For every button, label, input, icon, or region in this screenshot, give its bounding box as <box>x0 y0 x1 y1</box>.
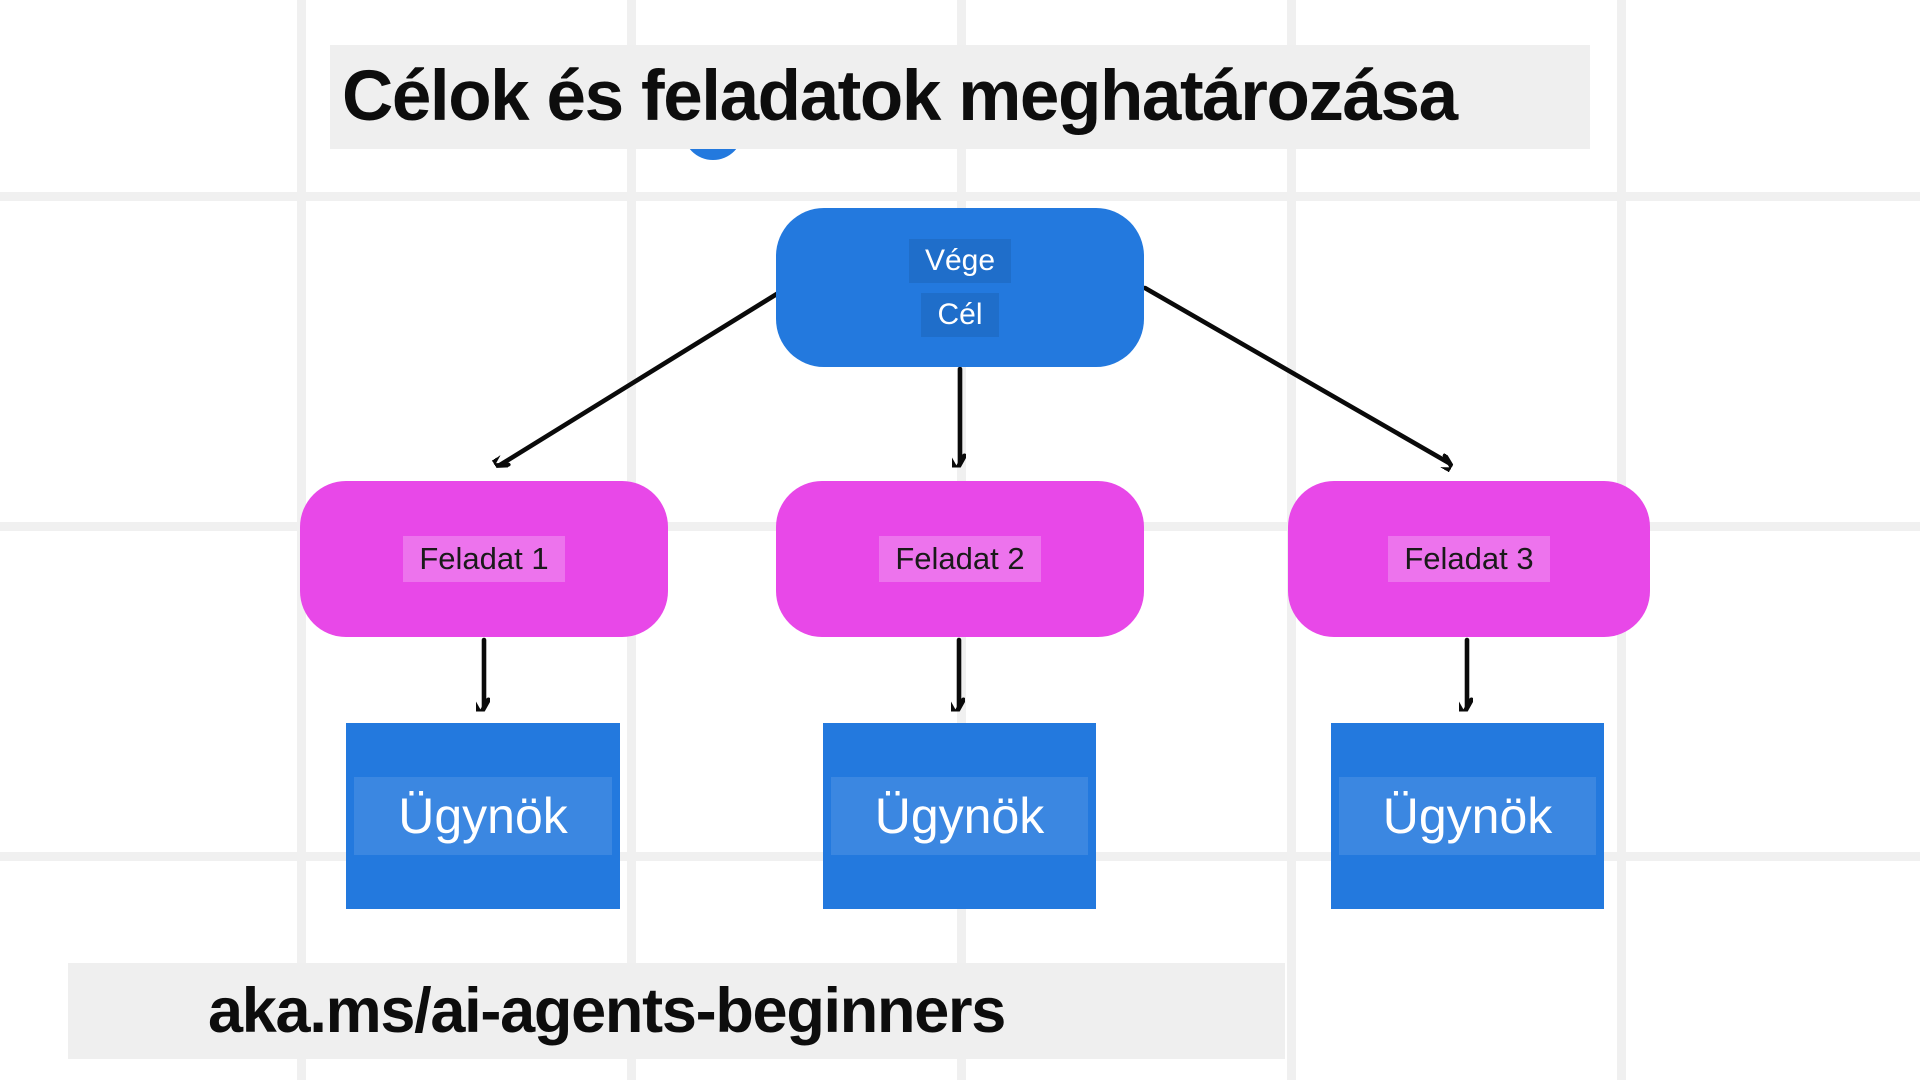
goal-node-label-cel: Cél <box>921 292 999 337</box>
agent-node-3: Ügynök <box>1331 723 1604 909</box>
goal-node: Vége Cél <box>776 208 1144 367</box>
task-node-3-label: Feladat 3 <box>1388 536 1550 582</box>
agent-node-3-label: Ügynök <box>1338 777 1597 855</box>
task-node-2: Feladat 2 <box>776 481 1144 637</box>
task-node-1-label: Feladat 1 <box>403 536 565 582</box>
agent-node-2: Ügynök <box>823 723 1096 909</box>
footer-link[interactable]: aka.ms/ai-agents-beginners <box>68 963 1285 1059</box>
agent-node-1-label: Ügynök <box>354 777 612 855</box>
agent-node-2-label: Ügynök <box>830 777 1089 855</box>
task-node-2-label: Feladat 2 <box>879 536 1041 582</box>
page-title: Célok és feladatok meghatározása <box>330 45 1590 149</box>
task-node-1: Feladat 1 <box>300 481 668 637</box>
goal-node-label-vege: Vége <box>908 238 1012 283</box>
agent-node-1: Ügynök <box>346 723 620 909</box>
task-node-3: Feladat 3 <box>1288 481 1650 637</box>
